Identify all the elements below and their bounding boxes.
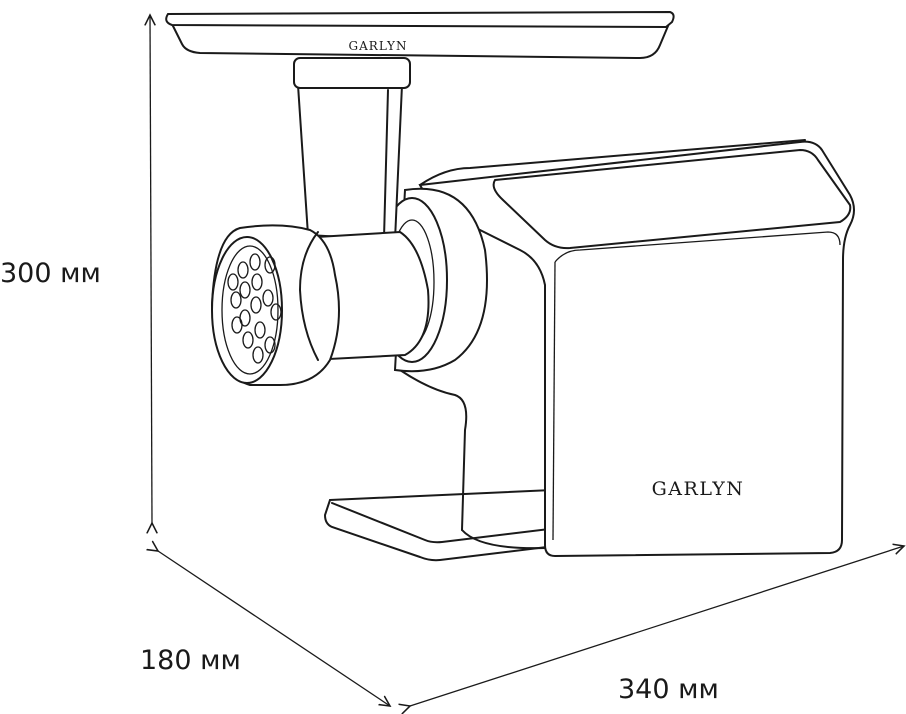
feed-tube	[293, 57, 411, 242]
height-label: 300 мм	[0, 258, 101, 289]
cutting-head	[210, 224, 340, 386]
depth-dimension-arrow	[158, 551, 390, 706]
tray-brand-logo: GARLYN	[349, 39, 408, 53]
depth-label: 180 мм	[140, 645, 241, 676]
height-dimension-arrow	[150, 15, 152, 523]
body-brand-logo: GARLYN	[652, 478, 745, 500]
hopper-tray: GARLYN	[165, 10, 675, 60]
width-label: 340 мм	[618, 674, 719, 705]
grinder-plate-holes	[227, 253, 282, 364]
motor-body	[399, 139, 855, 558]
width-dimension-arrow	[410, 546, 904, 706]
